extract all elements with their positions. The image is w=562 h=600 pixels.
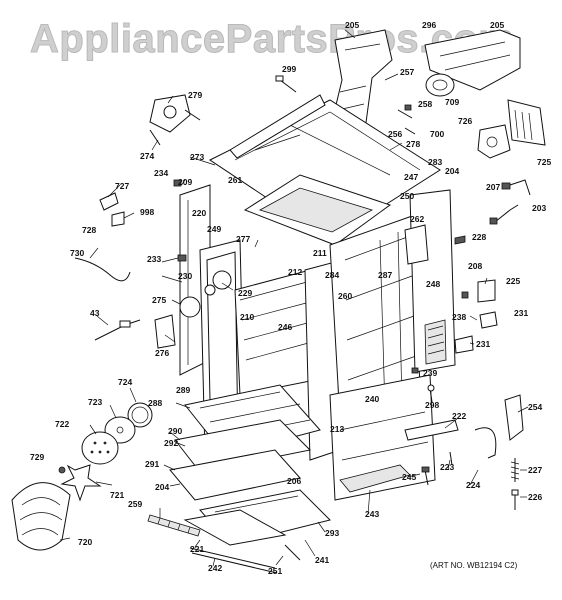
part-label-261: 261 [228,175,242,185]
top-parts [149,29,546,225]
part-label-257: 257 [400,67,414,77]
part-label-258: 258 [418,99,432,109]
part-label-246: 246 [278,322,292,332]
part-label-228: 228 [472,232,486,242]
part-label-238: 238 [452,312,466,322]
part-label-204a: 204 [445,166,459,176]
leader-lines [59,29,529,567]
part-label-284: 284 [325,270,339,280]
part-label-254: 254 [528,402,542,412]
part-label-725: 725 [537,157,551,167]
part-label-274: 274 [140,151,154,161]
part-label-291: 291 [145,459,159,469]
part-label-248: 248 [426,279,440,289]
part-label-225: 225 [506,276,520,286]
part-label-256: 256 [388,129,402,139]
part-label-721: 721 [110,490,124,500]
part-label-259: 259 [128,499,142,509]
part-label-227: 227 [528,465,542,475]
part-label-43: 43 [90,308,100,318]
part-label-729: 729 [30,452,44,462]
part-label-289: 289 [176,385,190,395]
part-label-283: 283 [428,157,442,167]
part-label-207: 207 [486,182,500,192]
part-label-709: 709 [445,97,459,107]
part-label-209: 209 [178,177,192,187]
part-labels: 205 296 205 299 257 279 258 709 700 726 … [30,20,551,576]
part-label-277: 277 [236,234,250,244]
part-label-273: 273 [190,152,204,162]
right-small-parts [404,235,524,510]
watermark-text: AppliancePartsPros.com [30,17,515,61]
part-label-211: 211 [313,248,327,258]
part-label-726: 726 [458,116,472,126]
part-label-230: 230 [178,271,192,281]
part-label-722: 722 [55,419,69,429]
part-label-204b: 204 [155,482,169,492]
part-label-206: 206 [287,476,301,486]
part-label-998: 998 [140,207,154,217]
part-label-241: 241 [315,555,329,565]
part-label-205a: 205 [345,20,359,30]
part-label-293: 293 [325,528,339,538]
part-label-279: 279 [188,90,202,100]
part-label-723: 723 [88,397,102,407]
part-label-208: 208 [468,261,482,271]
part-label-205b: 205 [490,20,504,30]
part-label-229: 229 [238,288,252,298]
part-label-299: 299 [282,64,296,74]
part-label-720: 720 [78,537,92,547]
part-label-224: 224 [466,480,480,490]
part-label-260: 260 [338,291,352,301]
art-number: (ART NO. WB12194 C2) [430,561,518,570]
part-label-278: 278 [406,139,420,149]
part-label-728: 728 [82,225,96,235]
left-small-parts [11,179,232,551]
part-label-290: 290 [168,426,182,436]
part-label-234: 234 [154,168,168,178]
part-label-233: 233 [147,254,161,264]
part-label-203: 203 [532,203,546,213]
part-label-249: 249 [207,224,221,234]
part-label-727: 727 [115,181,129,191]
part-label-243: 243 [365,509,379,519]
part-label-730: 730 [70,248,84,258]
part-label-700: 700 [430,129,444,139]
part-label-239: 239 [423,368,437,378]
part-label-292: 292 [164,438,178,448]
part-label-288: 288 [148,398,162,408]
part-label-231a: 231 [514,308,528,318]
part-label-275: 275 [152,295,166,305]
part-label-245: 245 [402,472,416,482]
part-label-226: 226 [528,492,542,502]
part-label-212: 212 [288,267,302,277]
part-label-223: 223 [440,462,454,472]
part-label-276: 276 [155,348,169,358]
part-label-210: 210 [240,312,254,322]
part-label-262: 262 [410,214,424,224]
part-label-222: 222 [452,411,466,421]
part-label-242: 242 [208,563,222,573]
part-label-287: 287 [378,270,392,280]
part-label-247: 247 [404,172,418,182]
oven-body [147,94,456,574]
part-label-250: 250 [400,191,414,201]
part-label-296: 296 [422,20,436,30]
part-label-240: 240 [365,394,379,404]
part-label-251: 251 [268,566,282,576]
part-label-724: 724 [118,377,132,387]
part-label-213: 213 [330,424,344,434]
part-label-298: 298 [425,400,439,410]
part-label-231b: 231 [476,339,490,349]
part-label-221: 221 [190,544,204,554]
part-label-220: 220 [192,208,206,218]
